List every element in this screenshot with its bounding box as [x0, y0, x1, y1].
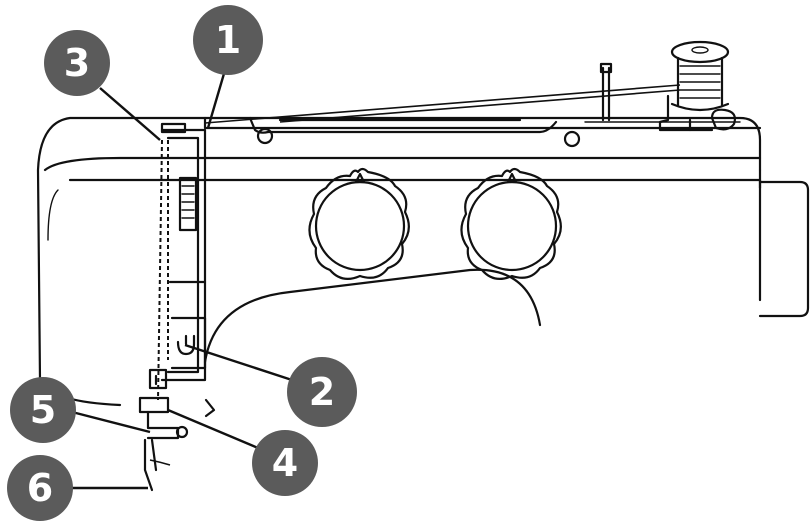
callout-3: 3 [44, 30, 110, 96]
callout-label-5: 5 [30, 388, 56, 432]
callout-label-3: 3 [64, 41, 90, 85]
machine-body [36, 116, 810, 407]
callout-label-4: 4 [272, 441, 298, 485]
stitch-dial-left [308, 167, 410, 281]
thread-path [204, 84, 681, 124]
callout-label-6: 6 [27, 466, 53, 510]
spool [658, 40, 737, 132]
leader-lines [70, 59, 293, 490]
thread-dashed-path [157, 139, 169, 401]
stitch-dial-right [460, 167, 562, 281]
callout-6: 6 [7, 455, 73, 521]
needle-assembly [138, 368, 216, 492]
callout-5: 5 [10, 377, 76, 443]
spool-pin [599, 62, 613, 122]
callout-label-2: 2 [309, 370, 335, 414]
callout-4: 4 [252, 430, 318, 496]
callout-2: 2 [287, 357, 357, 427]
callout-1: 1 [193, 5, 263, 75]
callout-label-1: 1 [215, 18, 241, 62]
